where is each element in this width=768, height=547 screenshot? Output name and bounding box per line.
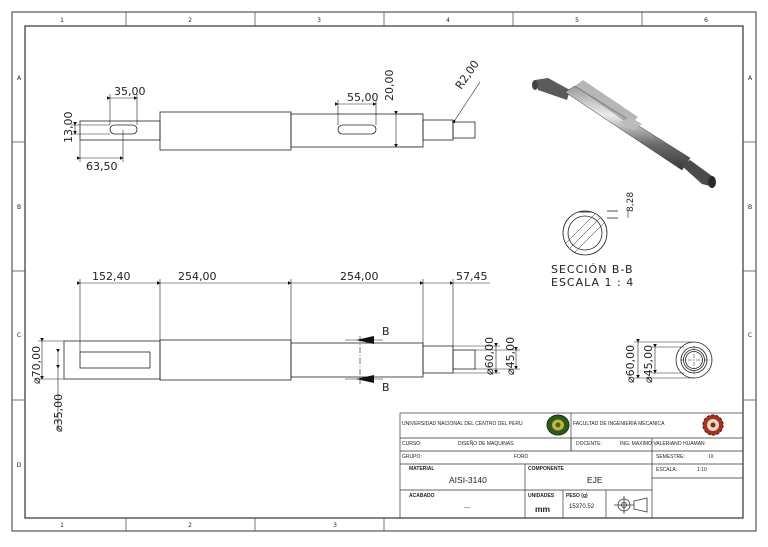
zone-row-b: B xyxy=(17,204,21,211)
zone-row-a-right: A xyxy=(748,75,753,82)
zone-ticks xyxy=(12,12,756,531)
projection-symbol-icon xyxy=(614,496,648,514)
grupo-label: GRUPO: xyxy=(402,454,422,460)
zone-row-c-right: C xyxy=(748,332,752,339)
peso-label: PESO (g) xyxy=(566,493,588,499)
curso-value: DISEÑO DE MAQUINAS xyxy=(458,441,514,447)
shaft-end-view xyxy=(675,341,713,379)
dim-dia-60: ⌀60,00 xyxy=(483,337,496,375)
dim-slot-offset: 63,50 xyxy=(86,160,118,173)
front-view-dim-lines xyxy=(38,279,520,430)
dim-slot-width: 35,00 xyxy=(114,85,146,98)
zone-col-b3: 3 xyxy=(333,522,337,529)
componente-label: COMPONENTE xyxy=(528,466,564,472)
dim-dia-45: ⌀45,00 xyxy=(504,337,517,375)
faculty-name: FACULTAD DE INGENIERIA MECANICA xyxy=(573,421,665,427)
docente-label: DOCENTE: xyxy=(576,441,602,447)
dim-length-3: 254,00 xyxy=(340,270,379,283)
university-name: UNIVERSIDAD NACIONAL DEL CENTRO DEL PERU xyxy=(402,421,523,427)
zone-col-5: 5 xyxy=(575,17,579,24)
acabado-label: ACABADO xyxy=(409,493,435,499)
university-logo xyxy=(546,414,570,436)
escala-label: ESCALA: xyxy=(656,467,678,473)
end-view-dim-lines xyxy=(634,339,694,379)
dim-keyway-length: 55,00 xyxy=(347,91,379,104)
zone-row-c: C xyxy=(17,332,21,339)
front-view-dims: 152,40 254,00 254,00 57,45 ⌀70,00 ⌀35,00… xyxy=(30,270,517,432)
zone-col-6: 6 xyxy=(704,17,708,24)
section-scale: ESCALA 1 : 4 xyxy=(551,276,634,289)
componente-value: EJE xyxy=(587,475,603,485)
top-view-dim-lines xyxy=(71,81,481,162)
unidades-value: mm xyxy=(535,504,551,514)
zone-col-b2: 2 xyxy=(188,522,192,529)
curso-label: CURSO: xyxy=(402,441,422,447)
zone-row-a: A xyxy=(17,75,22,82)
section-title: SECCIÓN B-B xyxy=(551,263,634,276)
dim-length-1: 152,40 xyxy=(92,270,131,283)
zone-col-1: 1 xyxy=(60,17,64,24)
dim-keyway-depth: 8,28 xyxy=(626,192,636,212)
zone-col-b1: 1 xyxy=(60,522,64,529)
docente-value: ING. MAXIMO VALERIANO HUAMAN xyxy=(620,441,705,447)
zone-col-4: 4 xyxy=(446,17,450,24)
zone-col-2: 2 xyxy=(188,17,192,24)
dim-dia-70: ⌀70,00 xyxy=(30,346,43,384)
top-view-dims: 35,00 13,00 63,50 55,00 20,00 R2,00 xyxy=(62,58,482,173)
title-block xyxy=(399,412,744,519)
escala-value: 1:10 xyxy=(697,467,707,473)
dim-length-2: 254,00 xyxy=(178,270,217,283)
zone-row-d: D xyxy=(17,462,22,469)
unidades-label: UNIDADES xyxy=(528,493,555,499)
section-cut-arrows xyxy=(356,336,374,383)
shaft-front-view xyxy=(63,339,476,381)
dim-step-height: 20,00 xyxy=(383,70,396,102)
shaft-top-view xyxy=(79,111,476,151)
foro-value: FORO xyxy=(514,454,529,460)
dim-length-4: 57,45 xyxy=(456,270,488,283)
zone-row-b-right: B xyxy=(748,204,752,211)
cut-label-top: B xyxy=(382,325,390,338)
cut-label-bottom: B xyxy=(382,381,390,394)
material-label: MATERIAL xyxy=(409,466,435,472)
dim-slot-height: 13,00 xyxy=(62,112,75,144)
dim-fillet-radius: R2,00 xyxy=(453,58,482,92)
acabado-value: --- xyxy=(464,505,470,511)
dim-end-dia-45: ⌀45,00 xyxy=(642,345,655,383)
dim-end-dia-60: ⌀60,00 xyxy=(624,345,637,383)
section-bb-view xyxy=(562,210,629,256)
zone-col-3: 3 xyxy=(317,17,321,24)
dim-dia-35: ⌀35,00 xyxy=(52,394,65,432)
shaft-isometric-view xyxy=(532,78,716,188)
material-value: AISI-3140 xyxy=(449,475,487,485)
semestre-value: IX xyxy=(709,454,714,460)
semestre-label: SEMESTRE: xyxy=(656,454,685,460)
peso-value: 15370.52 xyxy=(569,504,595,510)
faculty-logo xyxy=(702,414,724,436)
